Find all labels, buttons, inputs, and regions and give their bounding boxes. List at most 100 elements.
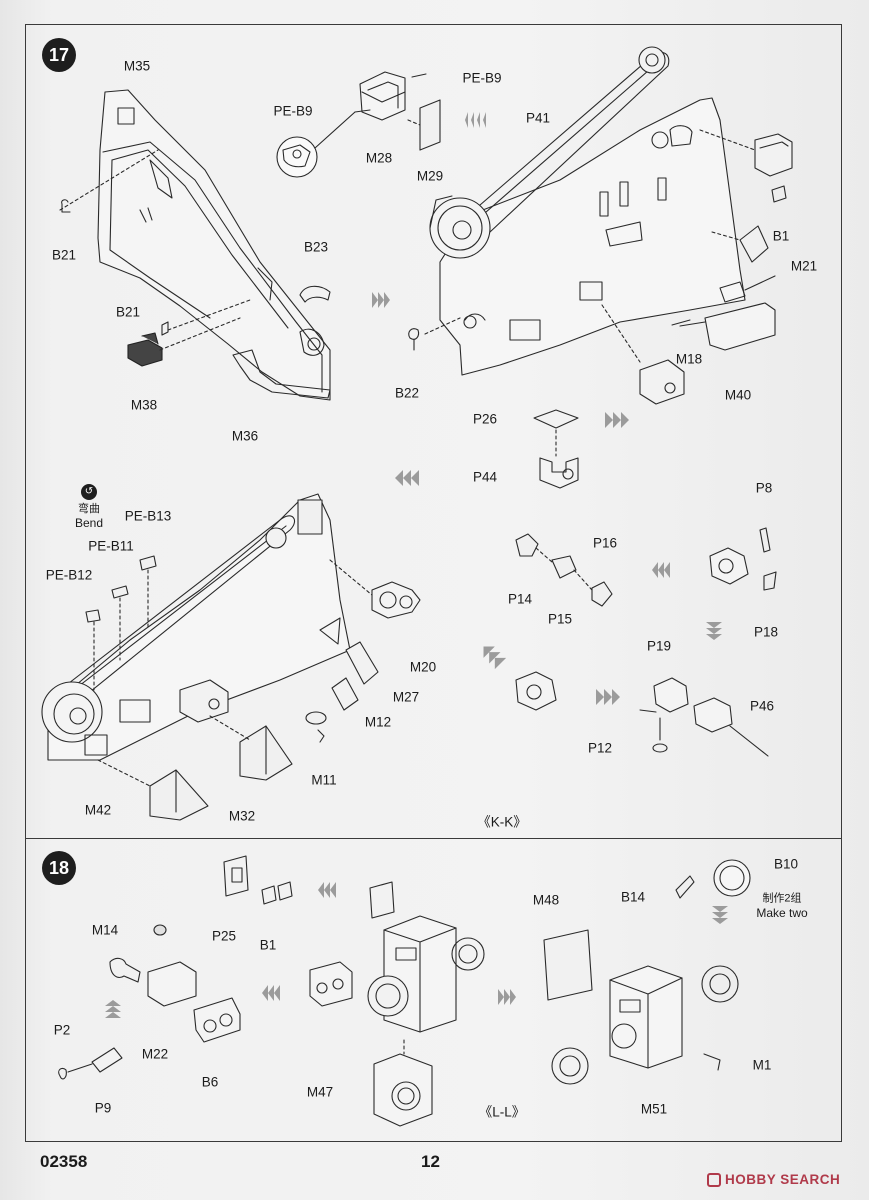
part-m20	[345, 641, 379, 685]
label-p8: P8	[755, 480, 773, 496]
middle-assembly	[41, 493, 351, 761]
part-gear-unit-p8	[709, 547, 749, 585]
part-m11	[317, 729, 325, 743]
part-m14	[153, 924, 167, 936]
part-pe-b13	[139, 555, 157, 571]
label-m18: M18	[675, 351, 703, 367]
label-p18: P18	[753, 624, 779, 640]
label-m32: M32	[228, 808, 256, 824]
label-b10: B10	[773, 856, 799, 872]
part-m48	[543, 929, 593, 1001]
label-m40: M40	[724, 387, 752, 403]
label-p25: P25	[211, 928, 237, 944]
part-m22	[147, 961, 197, 1007]
part-p46	[729, 725, 769, 757]
label-pe-b12: PE-B12	[45, 567, 93, 583]
label-pe-b9-left: PE-B9	[273, 103, 313, 119]
part-b21-upper	[61, 199, 71, 213]
label-pe-b9-top: PE-B9	[462, 70, 502, 86]
right-assembly-top	[429, 46, 746, 376]
label-b23: B23	[303, 239, 329, 255]
watermark-text: HOBBY SEARCH	[725, 1172, 841, 1187]
step-divider	[25, 838, 842, 839]
label-p44: P44	[472, 469, 498, 485]
label-m28: M28	[365, 150, 393, 166]
part-b22	[408, 328, 420, 351]
make-two-cn: 制作2组	[762, 892, 802, 905]
label-b14: B14	[620, 889, 646, 905]
part-box-right	[754, 133, 793, 177]
part-p19	[653, 677, 689, 713]
part-m42	[149, 769, 209, 821]
part-gear-unit-left	[515, 671, 557, 711]
part-gear-unit-p46	[693, 697, 733, 733]
handwheel-left	[551, 1047, 589, 1085]
part-m36	[232, 349, 331, 399]
direction-arrows	[105, 112, 728, 1018]
watermark: HOBBY SEARCH	[707, 1172, 840, 1187]
part-b21-lower	[161, 321, 169, 336]
part-m21	[739, 225, 769, 263]
part-m18	[671, 319, 691, 326]
make-two-en: Make two	[756, 906, 808, 920]
step-17-badge: 17	[42, 38, 76, 72]
view-label-k-k: 《K-K》	[477, 814, 527, 830]
label-m14: M14	[91, 922, 119, 938]
label-m47: M47	[306, 1084, 334, 1100]
label-p12: P12	[587, 740, 613, 756]
label-m42: M42	[84, 802, 112, 818]
part-pin-a	[719, 281, 746, 303]
part-p18	[763, 571, 777, 591]
label-m29: M29	[416, 168, 444, 184]
leader-b21-lower	[167, 299, 251, 331]
pin-pe-b9	[411, 73, 427, 78]
part-m27	[331, 677, 359, 711]
bend-note-en: Bend	[74, 516, 104, 530]
label-b21-top: B21	[51, 247, 77, 263]
part-b23	[299, 285, 331, 303]
part-b14	[675, 875, 695, 899]
part-shaft-left	[109, 957, 141, 983]
label-m36: M36	[231, 428, 259, 444]
leader-b21-upper	[59, 149, 159, 211]
label-p26: P26	[472, 411, 498, 427]
part-p14	[515, 533, 539, 557]
label-pe-b13: PE-B13	[124, 508, 172, 524]
label-m51: M51	[640, 1101, 668, 1117]
part-p12	[652, 743, 668, 753]
label-m21: M21	[790, 258, 818, 274]
label-m48: M48	[532, 892, 560, 908]
pe-b9-zoom-circle	[276, 136, 318, 178]
part-b6	[193, 997, 241, 1043]
label-m27: M27	[392, 689, 420, 705]
view-label-l-l: 《L-L》	[478, 1104, 526, 1120]
part-p16	[591, 581, 613, 607]
step-18-badge: 18	[42, 851, 76, 885]
label-b6: B6	[201, 1074, 219, 1090]
part-b1	[771, 185, 787, 203]
handwheel-right	[701, 965, 739, 1003]
part-m47	[373, 1053, 433, 1127]
part-m40	[704, 302, 776, 351]
part-m29	[419, 99, 441, 151]
part-p25-center	[369, 881, 395, 919]
label-b1: B1	[772, 228, 790, 244]
page-frame	[25, 24, 842, 1142]
part-m38	[127, 332, 163, 367]
part-box-lower	[639, 359, 685, 405]
page-number: 12	[421, 1152, 440, 1171]
part-pe-b12	[85, 609, 101, 623]
label-b21-bottom: B21	[115, 304, 141, 320]
label-p46: P46	[749, 698, 775, 714]
side-panel-m35	[97, 89, 331, 401]
part-p2	[58, 1067, 67, 1080]
label-b22: B22	[394, 385, 420, 401]
watermark-logo-icon	[707, 1173, 721, 1187]
part-m12	[305, 711, 327, 725]
leader-m38	[159, 317, 241, 351]
label-m38: M38	[130, 397, 158, 413]
label-p9: P9	[94, 1100, 112, 1116]
label-m12: M12	[364, 714, 392, 730]
